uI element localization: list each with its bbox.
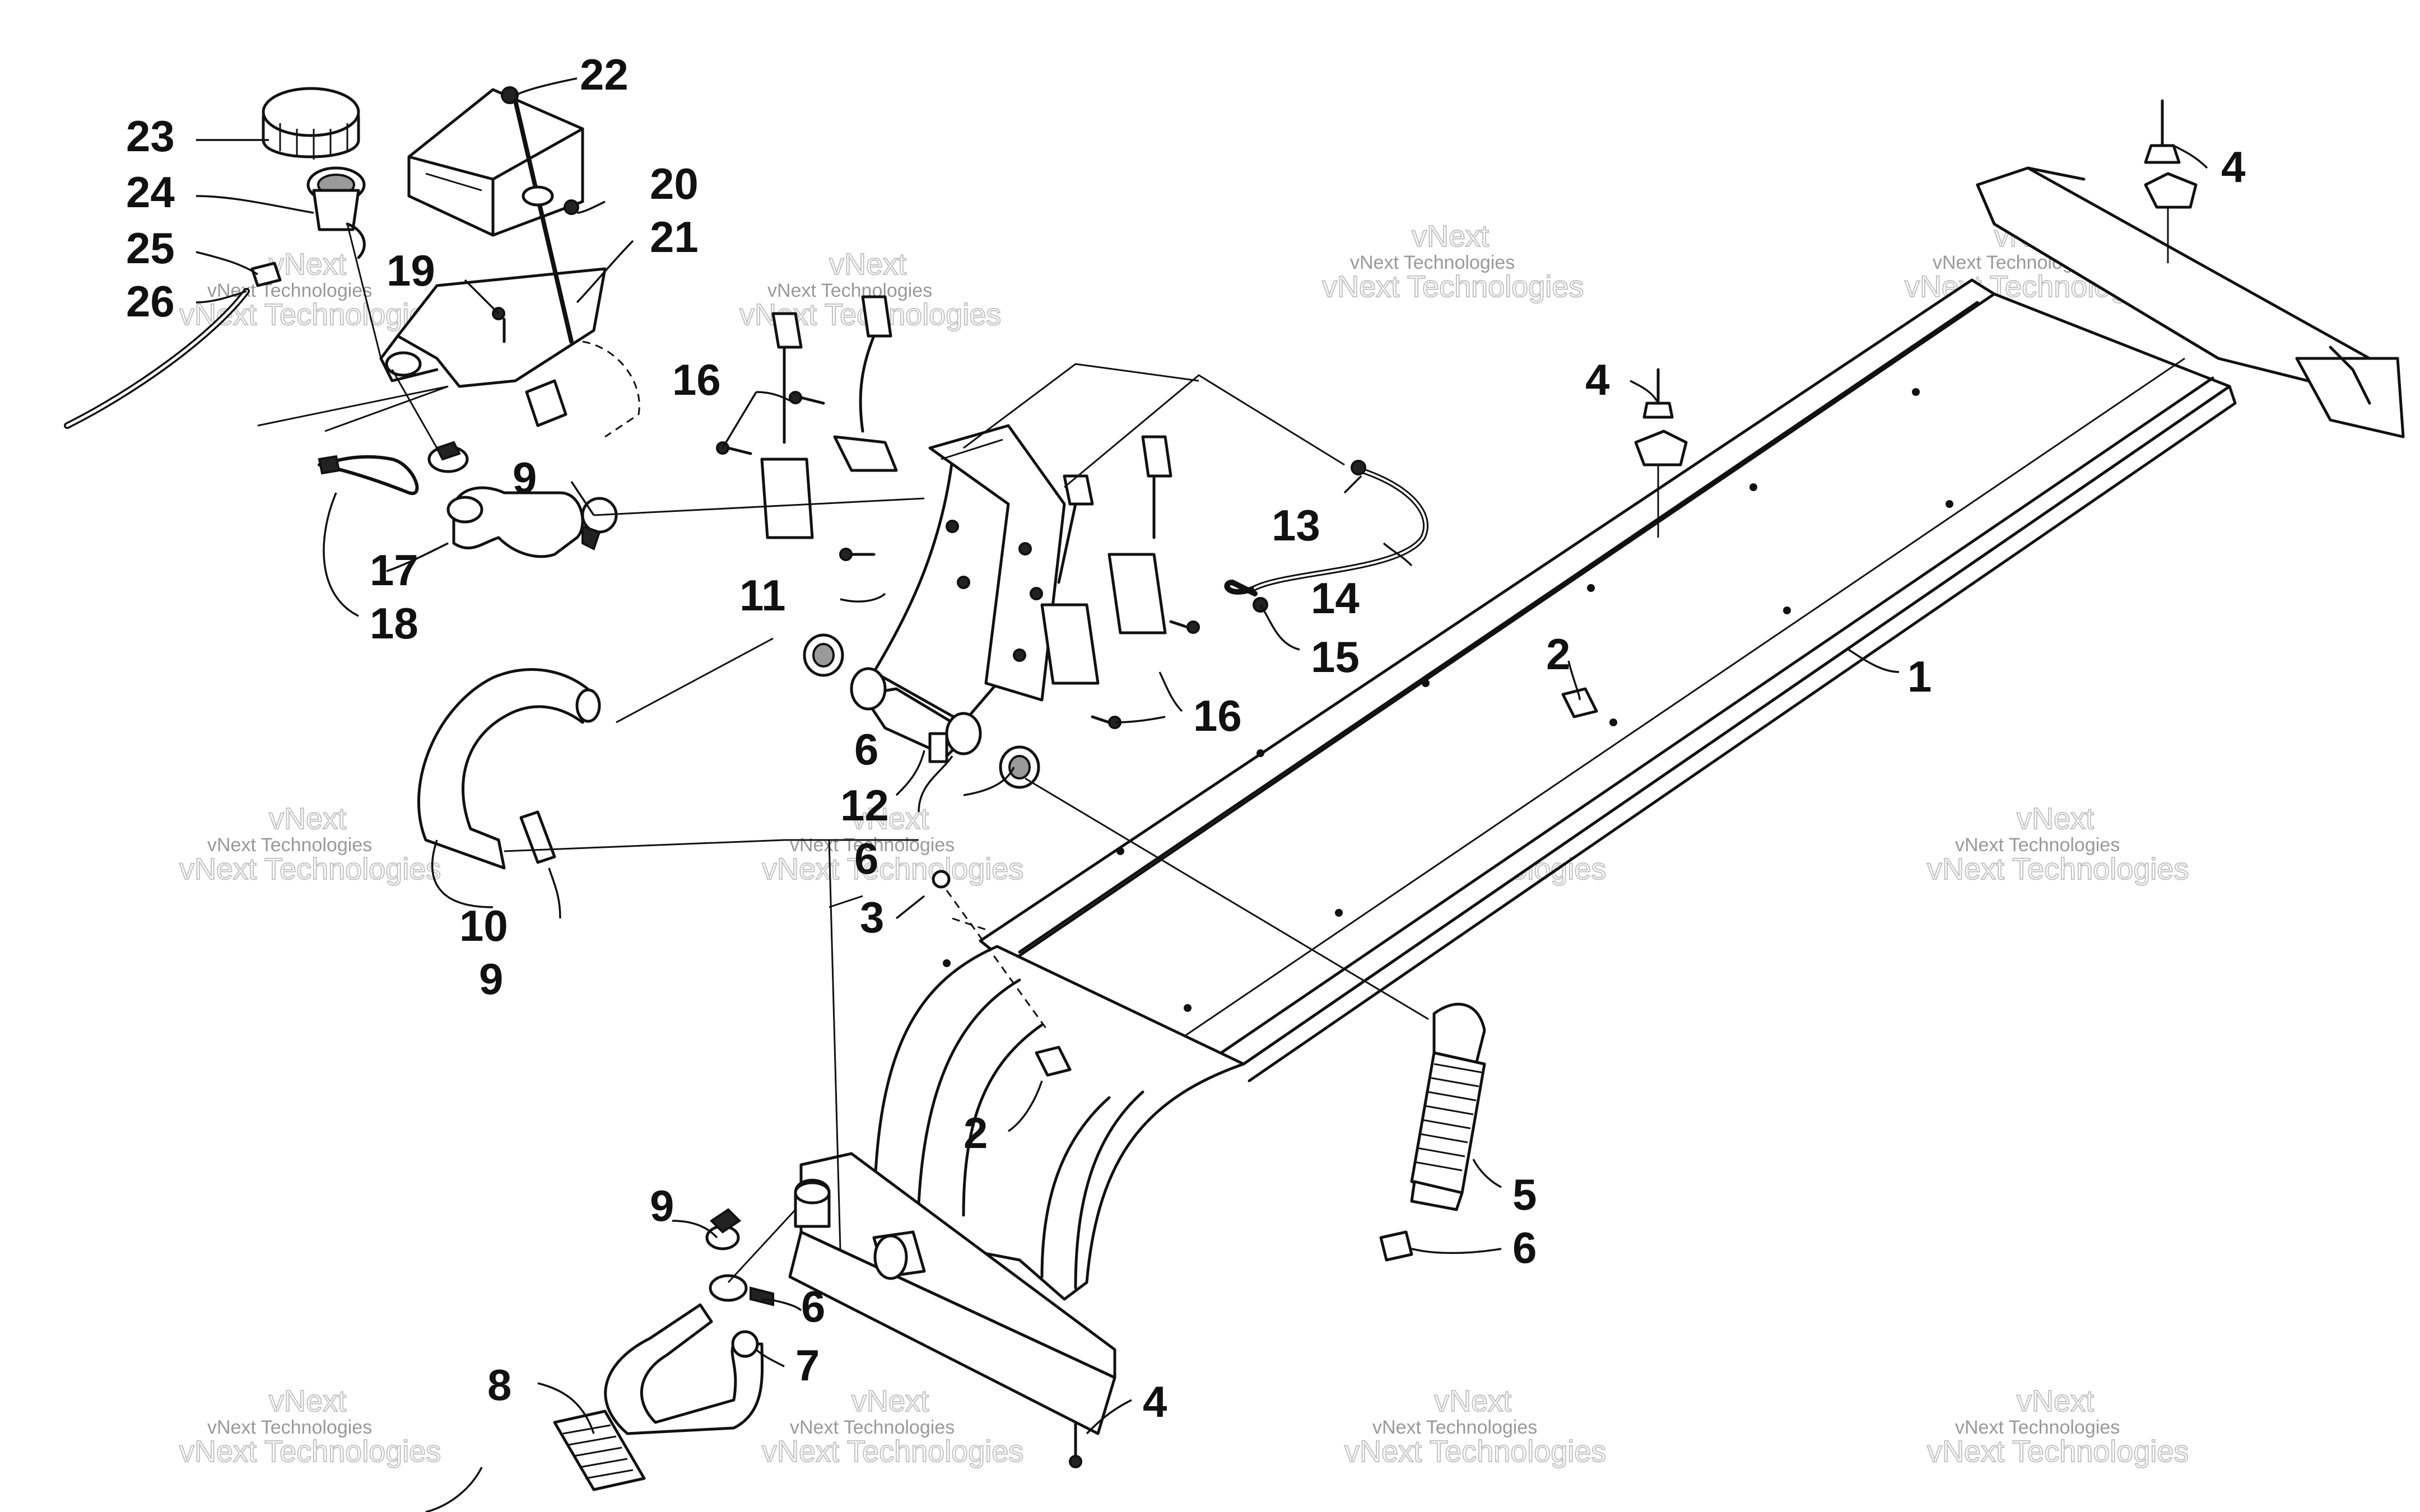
watermark-text: vNext Technologies xyxy=(1927,1435,2189,1468)
callout-9: 9 xyxy=(513,453,537,502)
callout-25: 25 xyxy=(126,223,175,273)
watermark-text: vNext Technologies xyxy=(207,1417,372,1438)
corrugated-hose xyxy=(1379,1002,1486,1262)
callout-6: 6 xyxy=(854,834,878,883)
watermark-text: vNext Technologies xyxy=(767,280,932,301)
callout-26: 26 xyxy=(126,277,175,326)
callout-13: 13 xyxy=(1272,501,1320,550)
callout-14: 14 xyxy=(1311,573,1360,623)
cable-tie xyxy=(318,455,419,496)
watermark-text: vNext Technologies xyxy=(1955,1417,2120,1438)
callout-16: 16 xyxy=(672,355,721,404)
radiator-cap xyxy=(262,87,360,160)
callout-18: 18 xyxy=(370,599,418,648)
watermark-text: vNext Technologies xyxy=(790,834,955,856)
callout-2: 2 xyxy=(1546,629,1570,679)
callout-11: 11 xyxy=(739,571,785,620)
callout-10: 10 xyxy=(459,901,508,950)
callout-4: 4 xyxy=(1143,1377,1167,1426)
overflow-tube xyxy=(64,262,282,429)
watermark-text: vNext Technologies xyxy=(762,1435,1023,1468)
watermark-text: vNext Technologies xyxy=(207,280,372,301)
upper-hose xyxy=(417,668,601,870)
watermark-text: vNext Technologies xyxy=(1955,834,2120,856)
callout-4: 4 xyxy=(1585,355,1609,404)
callout-4: 4 xyxy=(2221,142,2245,192)
watermark-short: vNext xyxy=(851,1384,929,1418)
callout-2: 2 xyxy=(964,1108,988,1158)
hose-clamp xyxy=(705,1208,774,1306)
callout-1: 1 xyxy=(1907,652,1932,701)
callout-19: 19 xyxy=(387,246,435,295)
watermark-short: vNext xyxy=(2017,1384,2094,1418)
watermark-short: vNext xyxy=(269,802,346,836)
callout-6: 6 xyxy=(801,1282,825,1331)
watermark-short: vNext xyxy=(1412,220,1489,253)
watermark-short: vNext xyxy=(1434,1384,1511,1418)
watermark-text: vNext Technologies xyxy=(179,1435,441,1468)
leader-lines xyxy=(196,77,2208,1512)
callout-23: 23 xyxy=(126,111,175,161)
callout-17: 17 xyxy=(370,545,418,595)
watermark-short: vNext xyxy=(2017,802,2094,836)
watermark-text: vNext Technologies xyxy=(1322,270,1584,304)
callout-7: 7 xyxy=(795,1341,820,1390)
push-rivet xyxy=(1069,99,2198,1468)
overflow-box xyxy=(407,86,640,438)
watermark-text: vNext Technologies xyxy=(790,1417,955,1438)
watermark-text: vNext Technologies xyxy=(1927,852,2189,886)
watermark-text: vNext Technologies xyxy=(1344,1435,1606,1468)
bleed-hose xyxy=(1224,460,1428,613)
watermark-short: vNext xyxy=(269,248,346,281)
callout-9: 9 xyxy=(650,1181,674,1230)
watermark-short: vNext xyxy=(851,802,929,836)
hose-clamp-upper xyxy=(803,633,1040,789)
callout-3: 3 xyxy=(860,893,884,942)
watermark-text: vNext Technologies xyxy=(1350,252,1515,273)
callout-15: 15 xyxy=(1311,632,1360,682)
callout-6: 6 xyxy=(1513,1223,1537,1272)
watermark-text: vNext Technologies xyxy=(179,852,441,886)
callout-24: 24 xyxy=(126,167,175,217)
callout-16: 16 xyxy=(1193,691,1242,740)
elbow-hose xyxy=(604,1303,764,1435)
callout-21: 21 xyxy=(650,212,699,262)
sensor-harness xyxy=(716,295,1200,729)
callout-12: 12 xyxy=(840,781,889,830)
watermark-short: vNext xyxy=(829,248,906,281)
filler-neck xyxy=(306,166,366,259)
outlet-fitting xyxy=(794,1179,926,1280)
screw xyxy=(932,870,1049,1031)
corrugated-hose-lower xyxy=(553,1410,646,1491)
mount-bracket xyxy=(928,424,1066,702)
callout-labels: 1 2 2 3 4 4 4 5 6 6 6 6 7 8 9 9 9 10 11 … xyxy=(126,50,2245,1426)
watermark-text: vNext Technologies xyxy=(207,834,372,856)
callout-20: 20 xyxy=(650,159,699,208)
callout-9: 9 xyxy=(479,954,503,1004)
reservoir-bracket xyxy=(379,267,607,427)
heat-exchanger-rail xyxy=(788,166,2405,1435)
callout-8: 8 xyxy=(487,1360,511,1410)
callout-5: 5 xyxy=(1513,1170,1537,1219)
watermark-short: vNext xyxy=(269,1384,346,1418)
callout-22: 22 xyxy=(580,50,629,99)
watermark-text: vNext Technologies xyxy=(1372,1417,1537,1438)
callout-6: 6 xyxy=(854,725,878,774)
assembly-lines xyxy=(257,223,1429,1284)
watermark-text: vNext Technologies xyxy=(762,852,1023,886)
